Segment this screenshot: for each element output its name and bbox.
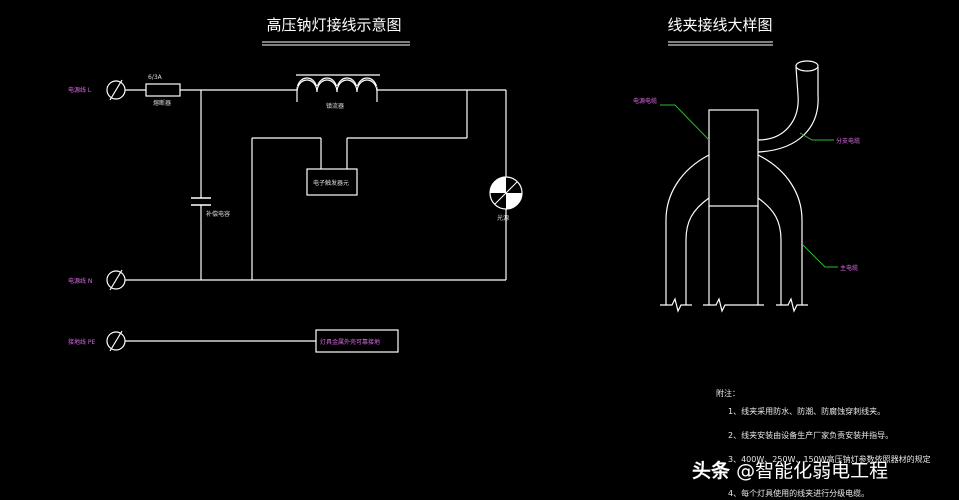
lamp-label: 光源 <box>497 214 509 222</box>
left-wiring-diagram: 高压钠灯接线示意图 电源线 L 6/3A 熔断器 镇流器 补偿电容 <box>68 16 523 353</box>
watermark-handle: @智能化弱电工程 <box>736 460 889 482</box>
right-diagram-title: 线夹接线大样图 <box>667 16 772 34</box>
clamp-body <box>708 109 759 207</box>
leader-line <box>802 244 838 268</box>
label-power-cable: 电源电缆 <box>633 97 657 105</box>
ground-box-label: 灯具金属外壳可靠接地 <box>320 338 380 346</box>
ground-box <box>315 329 399 353</box>
left-diagram-title: 高压钠灯接线示意图 <box>266 16 401 34</box>
fuse-rating: 6/3A <box>148 74 163 81</box>
terminal-n <box>106 269 126 291</box>
note-item: 4、每个灯具使用的线夹进行分级电缆。 <box>728 488 869 498</box>
main-cable <box>660 154 808 313</box>
branch-cable <box>757 60 819 153</box>
capacitor-label: 补偿电容 <box>206 210 230 218</box>
ballast-coil <box>296 74 380 102</box>
label-main-cable: 主电缆 <box>840 264 858 272</box>
label-line-l: 电源线 L <box>68 86 92 94</box>
ignitor-box <box>306 168 358 196</box>
lamp-symbol <box>489 176 523 210</box>
ignitor-label: 电子触发器元 <box>313 179 349 187</box>
label-line-pe: 接地线 PE <box>68 338 96 346</box>
notes-heading: 附注： <box>716 388 740 398</box>
label-branch-cable: 分支电缆 <box>836 137 860 145</box>
watermark: 头条 @智能化弱电工程 <box>692 456 888 483</box>
terminal-pe <box>106 330 126 352</box>
note-item: 2、线夹安装由设备生产厂家负责安装并指导。 <box>728 430 893 440</box>
notes-block: 附注： 1、线夹采用防水、防潮、防腐蚀穿刺线夹。 2、线夹安装由设备生产厂家负责… <box>716 388 931 498</box>
label-line-n: 电源线 N <box>68 277 92 285</box>
ballast-label: 镇流器 <box>326 102 344 110</box>
note-item: 3、400W、250W、150W高压钠灯参数依照器材的规定 <box>728 454 931 464</box>
right-clamp-diagram: 线夹接线大样图 电源电缆 分支电缆 主电缆 <box>633 16 860 313</box>
fuse-label: 熔断器 <box>153 99 171 107</box>
terminal-l <box>106 79 126 101</box>
leader-line <box>799 132 834 141</box>
leader-line <box>660 104 710 141</box>
fuse <box>145 83 181 97</box>
note-item: 1、线夹采用防水、防潮、防腐蚀穿刺线夹。 <box>728 406 885 416</box>
watermark-brand: 头条 <box>692 460 731 482</box>
